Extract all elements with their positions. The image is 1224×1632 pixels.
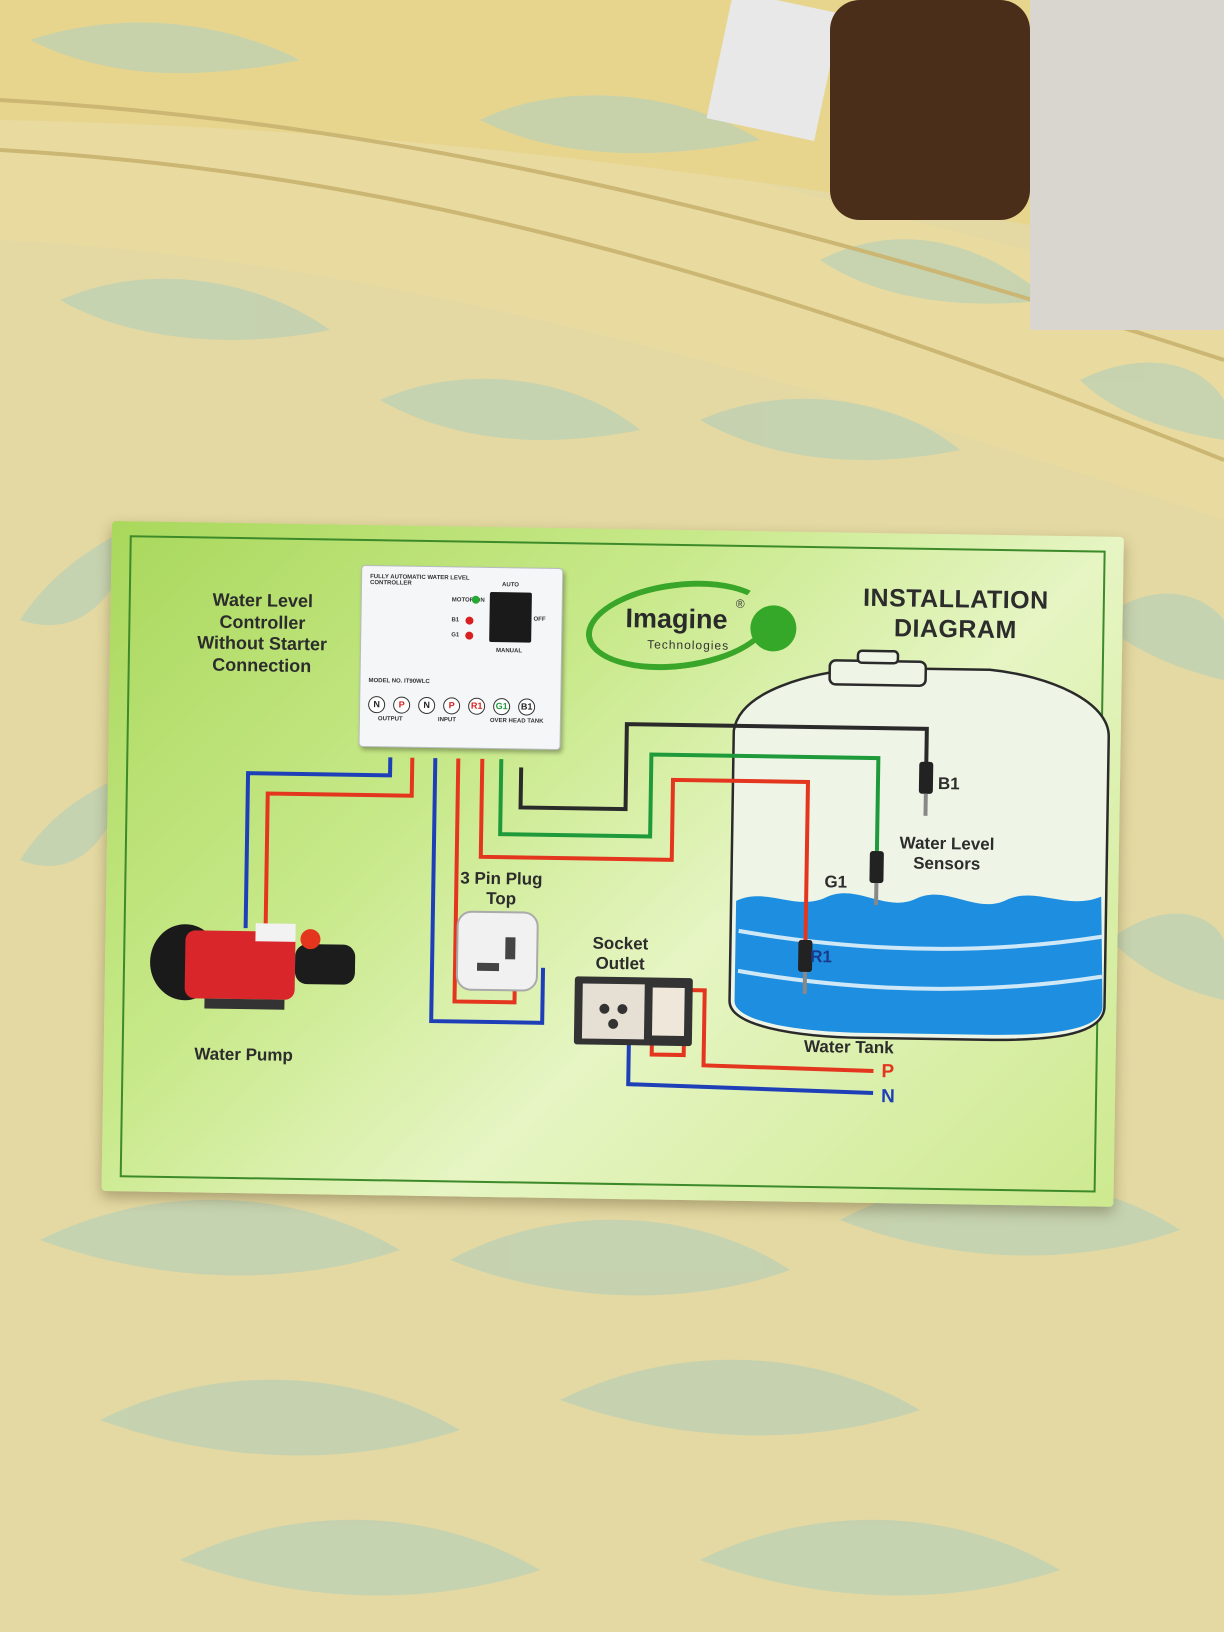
sensors-label-line-2: Sensors [913, 854, 981, 875]
terminal-n-input: N [418, 696, 436, 715]
plug-label-line-1: 3 Pin Plug [460, 868, 543, 889]
b1-sensor-label: B1 [937, 774, 960, 794]
wiring-diagram [150, 649, 1110, 1096]
sensors-label: Water Level Sensors [877, 833, 1018, 876]
overhead-tank-label: OVER HEAD TANK [489, 717, 544, 725]
g1-led-label: G1 [451, 632, 460, 639]
plug-label: 3 Pin Plug Top [446, 868, 557, 911]
input-label: INPUT [437, 717, 456, 724]
output-label: OUTPUT [377, 716, 403, 723]
water-pump-illustration [150, 923, 356, 1010]
socket-outlet-illustration [573, 976, 693, 1047]
socket-label-line-2: Outlet [595, 954, 645, 974]
model-number: MODEL NO. IT90WLC [368, 678, 430, 686]
g1-sensor-label: G1 [824, 872, 848, 892]
installation-card: INSTALLATION DIAGRAM Water Level Control… [101, 521, 1124, 1207]
auto-label: AUTO [501, 582, 519, 589]
controller-header: FULLY AUTOMATIC WATER LEVEL CONTROLLER [370, 574, 470, 587]
off-label: OFF [533, 616, 546, 623]
sensors-label-line-1: Water Level [899, 833, 995, 854]
terminal-r1: R1 [468, 697, 486, 715]
terminal-b1: B1 [517, 698, 536, 716]
water-pump-label: Water Pump [194, 1044, 294, 1065]
terminal-g1: G1 [492, 698, 511, 716]
water-tank [728, 649, 1110, 1042]
g1-led [465, 631, 474, 640]
plug-top-illustration [455, 910, 539, 992]
manual-label: MANUAL [495, 648, 523, 655]
r1-sensor-label: R1 [810, 947, 833, 967]
b1-led [465, 616, 474, 625]
phase-label: P [881, 1061, 895, 1083]
terminal-p-input: P [443, 697, 461, 715]
socket-label-line-1: Socket [592, 933, 649, 954]
terminal-n-output: N [368, 696, 386, 714]
plug-label-line-2: Top [486, 889, 517, 909]
neutral-label: N [880, 1086, 895, 1108]
motor-led [471, 595, 480, 604]
water-level-controller: FULLY AUTOMATIC WATER LEVEL CONTROLLER M… [358, 564, 564, 751]
b1-led-label: B1 [451, 617, 460, 624]
auto-manual-switch [489, 591, 532, 643]
socket-label: Socket Outlet [575, 933, 666, 975]
terminal-p-output: P [393, 696, 411, 714]
water-tank-label: Water Tank [803, 1036, 894, 1058]
